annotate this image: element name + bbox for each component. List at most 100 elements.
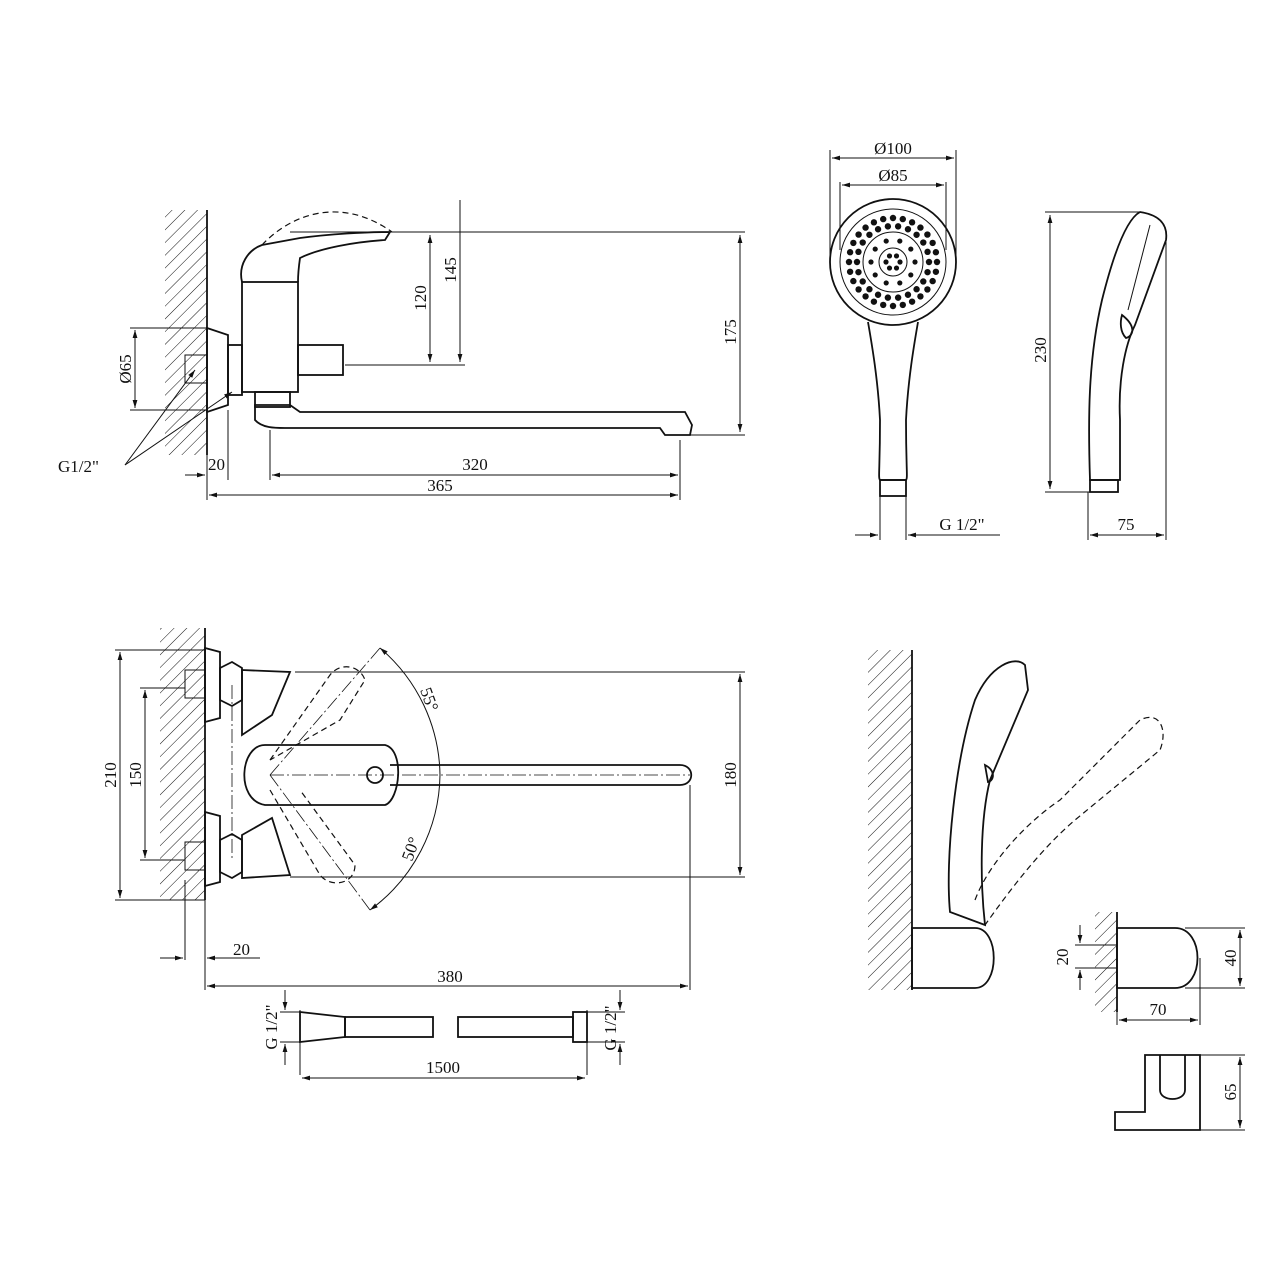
nozzle-dot <box>845 258 853 266</box>
nozzle-dot <box>899 301 906 309</box>
nozzle-dot <box>872 246 878 252</box>
nozzle-dot <box>853 258 861 266</box>
nozzle-dot <box>933 258 941 266</box>
dim-height-230: 230 <box>1031 337 1050 363</box>
nozzle-dot <box>862 293 869 300</box>
nozzle-dot <box>913 286 920 293</box>
holder-detail: 20 40 70 65 <box>1053 912 1245 1131</box>
nozzle-dot <box>899 215 906 223</box>
shower-face-outer <box>829 198 957 326</box>
dim-height-210: 210 <box>101 762 120 788</box>
thread-label-side: G1/2" <box>58 457 99 476</box>
nozzle-dot <box>894 294 902 301</box>
nozzle-dot <box>925 258 933 266</box>
wall-hatch <box>165 210 207 455</box>
spout <box>254 404 693 436</box>
shower-head-side-view: 230 75 <box>1031 211 1168 540</box>
nozzle-dot <box>850 277 857 285</box>
nozzle-dot <box>889 214 897 222</box>
nozzle-pattern <box>845 214 941 310</box>
nozzle-dot <box>913 231 920 238</box>
nozzle-dot <box>920 278 927 285</box>
dim-height-180: 180 <box>721 762 740 788</box>
nozzle-dot <box>908 246 914 252</box>
nozzle-dot <box>908 298 916 305</box>
lever-handle <box>240 231 392 283</box>
dim-screw-20: 20 <box>1053 949 1072 966</box>
nozzle-dot <box>872 272 878 278</box>
nozzle-dot <box>904 291 912 298</box>
nozzle-dot <box>880 215 887 223</box>
nozzle-dot <box>850 239 857 247</box>
thread-label-hose-right: G 1/2" <box>601 1005 620 1050</box>
mixer-side-view: 120 145 175 Ø65 G1/2" 20 320 365 <box>58 200 745 500</box>
nozzle-dot <box>880 301 887 309</box>
nozzle-dot <box>866 286 873 293</box>
nozzle-dot <box>897 280 903 286</box>
dim-height-175: 175 <box>721 319 740 345</box>
wall-flange <box>206 326 229 414</box>
nozzle-dot <box>883 238 889 244</box>
nozzle-dot <box>920 239 927 246</box>
dim-diameter-100: Ø100 <box>874 139 912 158</box>
nozzle-dot <box>859 239 866 246</box>
dim-holder-65: 65 <box>1221 1084 1240 1101</box>
dim-flange-diameter-65: Ø65 <box>116 354 135 383</box>
holder-base <box>911 927 995 989</box>
dim-total-380: 380 <box>437 967 463 986</box>
nozzle-dot <box>870 298 878 305</box>
nozzle-dot <box>929 239 936 247</box>
dim-holder-70: 70 <box>1150 1000 1167 1019</box>
nozzle-dot <box>886 265 893 271</box>
nozzle-dot <box>897 259 903 265</box>
dim-spout-320: 320 <box>462 455 488 474</box>
nozzle-dot <box>884 223 892 230</box>
lever-top <box>243 744 400 806</box>
nozzle-dot <box>932 268 940 275</box>
nozzle-dot <box>924 248 931 256</box>
nozzle-dot <box>917 293 924 300</box>
mixer-body <box>241 281 299 393</box>
holder-front <box>1114 1054 1201 1131</box>
nozzle-dot <box>886 253 893 259</box>
dim-width-20: 20 <box>208 455 225 474</box>
nozzle-dot <box>855 248 862 256</box>
nozzle-dot <box>893 253 900 259</box>
nozzle-dot <box>870 219 878 226</box>
nozzle-dot <box>846 249 854 256</box>
nozzle-dot <box>862 224 869 231</box>
nozzle-dot <box>917 224 924 231</box>
dim-height-145: 145 <box>441 257 460 283</box>
nozzle-dot <box>924 268 931 276</box>
nozzle-dot <box>883 280 889 286</box>
dim-hose-length-1500: 1500 <box>426 1058 460 1077</box>
nozzle-dot <box>932 249 940 256</box>
dim-holder-40: 40 <box>1221 950 1240 967</box>
nozzle-dot <box>884 294 892 301</box>
thread-label-shower: G 1/2" <box>939 515 984 534</box>
mixer-top-view: 210 150 180 55° 50° 20 380 <box>101 628 745 990</box>
nozzle-dot <box>855 268 862 276</box>
nozzle-dot <box>874 226 882 233</box>
dim-angle-55: 55° <box>416 685 442 714</box>
nozzle-dot <box>924 231 931 238</box>
shower-side-body <box>1088 211 1168 481</box>
shower-in-holder <box>947 660 1029 927</box>
dim-diameter-85: Ø85 <box>878 166 907 185</box>
dim-height-150: 150 <box>126 762 145 788</box>
nozzle-dot <box>889 302 897 310</box>
dim-total-365: 365 <box>427 476 453 495</box>
nozzle-dot <box>883 259 889 265</box>
nozzle-dot <box>929 277 936 285</box>
holder-installed-view <box>868 650 1164 990</box>
shower-head-front-view: Ø100 Ø85 G 1/2" <box>829 139 1000 540</box>
nozzle-dot <box>866 231 873 238</box>
nozzle-dot <box>912 259 918 265</box>
dim-width-20-top: 20 <box>233 940 250 959</box>
nozzle-dot <box>908 272 914 278</box>
nozzle-dot <box>855 286 862 293</box>
thread-label-hose-left: G 1/2" <box>262 1004 281 1049</box>
nozzle-dot <box>893 265 900 271</box>
